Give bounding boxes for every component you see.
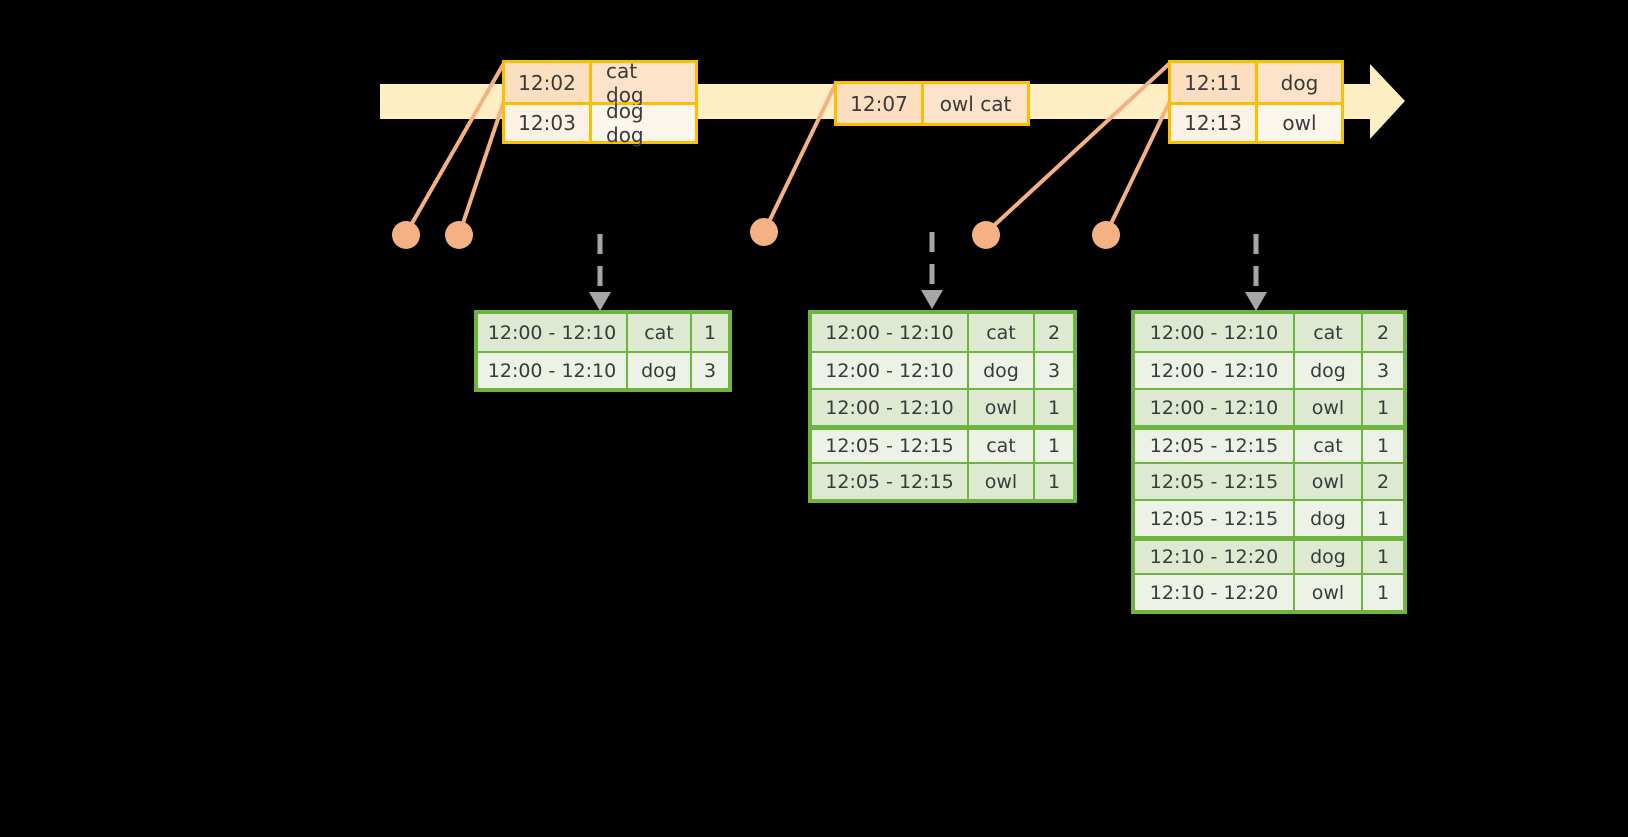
table-row: 12:00 - 12:10 cat 1 bbox=[478, 314, 728, 351]
key-cell: dog bbox=[1293, 353, 1361, 388]
event-group-1: 12:02 cat dog 12:03 dog dog bbox=[502, 59, 698, 147]
event-time: 12:02 bbox=[505, 63, 589, 102]
count-cell: 1 bbox=[1033, 430, 1073, 462]
count-cell: 1 bbox=[1033, 464, 1073, 499]
dashed-arrow-3 bbox=[1245, 234, 1267, 311]
table-row: 12:00 - 12:10 cat 2 bbox=[1135, 314, 1403, 351]
table-row: 12:00 - 12:10 cat 2 bbox=[812, 314, 1073, 351]
table-row: 12:10 - 12:20 dog 1 bbox=[1135, 536, 1403, 573]
key-cell: dog bbox=[967, 353, 1033, 388]
event-row: 12:07 owl cat bbox=[837, 84, 1027, 123]
event-time: 12:03 bbox=[505, 105, 589, 141]
key-cell: owl bbox=[1293, 464, 1361, 499]
event-row: 12:03 dog dog bbox=[505, 99, 695, 147]
key-cell: owl bbox=[967, 464, 1033, 499]
window-cell: 12:00 - 12:10 bbox=[1135, 353, 1293, 388]
count-cell: 1 bbox=[1361, 575, 1403, 610]
window-cell: 12:00 - 12:10 bbox=[812, 353, 967, 388]
key-cell: cat bbox=[1293, 430, 1361, 462]
result-table-3: 12:00 - 12:10 cat 2 12:00 - 12:10 dog 3 … bbox=[1131, 310, 1407, 614]
connector-line-5 bbox=[1105, 100, 1172, 233]
event-value: dog dog bbox=[589, 99, 695, 147]
window-cell: 12:00 - 12:10 bbox=[812, 390, 967, 425]
window-cell: 12:00 - 12:10 bbox=[478, 353, 626, 388]
dashed-arrow-1 bbox=[589, 234, 611, 311]
count-cell: 2 bbox=[1033, 314, 1073, 351]
event-time: 12:07 bbox=[837, 84, 921, 123]
connector-line-1 bbox=[405, 62, 506, 233]
table-row: 12:00 - 12:10 dog 3 bbox=[812, 351, 1073, 388]
key-cell: dog bbox=[1293, 541, 1361, 573]
result-table-1: 12:00 - 12:10 cat 1 12:00 - 12:10 dog 3 bbox=[474, 310, 732, 392]
table-row: 12:00 - 12:10 owl 1 bbox=[1135, 388, 1403, 425]
key-cell: cat bbox=[626, 314, 690, 351]
key-cell: owl bbox=[1293, 390, 1361, 425]
key-cell: dog bbox=[626, 353, 690, 388]
count-cell: 1 bbox=[690, 314, 728, 351]
event-row: 12:11 dog bbox=[1171, 63, 1341, 102]
event-dot-5 bbox=[1092, 221, 1120, 249]
table-row: 12:05 - 12:15 owl 2 bbox=[1135, 462, 1403, 499]
count-cell: 1 bbox=[1033, 390, 1073, 425]
event-row: 12:02 cat dog bbox=[505, 59, 695, 107]
event-value: dog bbox=[1255, 63, 1341, 102]
key-cell: cat bbox=[967, 314, 1033, 351]
count-cell: 2 bbox=[1361, 464, 1403, 499]
result-table-2: 12:00 - 12:10 cat 2 12:00 - 12:10 dog 3 … bbox=[808, 310, 1077, 503]
count-cell: 1 bbox=[1361, 501, 1403, 536]
event-value: cat dog bbox=[589, 59, 695, 107]
event-group-3: 12:11 dog 12:13 owl bbox=[1168, 60, 1344, 144]
key-cell: cat bbox=[1293, 314, 1361, 351]
window-cell: 12:05 - 12:15 bbox=[812, 430, 967, 462]
event-time: 12:11 bbox=[1171, 63, 1255, 102]
connector-line-3 bbox=[763, 82, 838, 231]
key-cell: owl bbox=[967, 390, 1033, 425]
timeline-arrowhead bbox=[1370, 64, 1405, 139]
key-cell: cat bbox=[967, 430, 1033, 462]
key-cell: dog bbox=[1293, 501, 1361, 536]
dashed-arrow-2 bbox=[921, 232, 943, 309]
table-row: 12:00 - 12:10 dog 3 bbox=[1135, 351, 1403, 388]
event-row: 12:13 owl bbox=[1171, 102, 1341, 141]
count-cell: 2 bbox=[1361, 314, 1403, 351]
event-time: 12:13 bbox=[1171, 105, 1255, 141]
event-value: owl cat bbox=[921, 84, 1027, 123]
window-cell: 12:10 - 12:20 bbox=[1135, 575, 1293, 610]
table-row: 12:05 - 12:15 cat 1 bbox=[1135, 425, 1403, 462]
event-dot-4 bbox=[972, 221, 1000, 249]
table-row: 12:00 - 12:10 dog 3 bbox=[478, 351, 728, 388]
event-group-2: 12:07 owl cat bbox=[834, 81, 1030, 126]
window-cell: 12:05 - 12:15 bbox=[1135, 464, 1293, 499]
window-cell: 12:00 - 12:10 bbox=[1135, 390, 1293, 425]
window-cell: 12:10 - 12:20 bbox=[1135, 541, 1293, 573]
count-cell: 1 bbox=[1361, 541, 1403, 573]
table-row: 12:10 - 12:20 owl 1 bbox=[1135, 573, 1403, 610]
window-cell: 12:00 - 12:10 bbox=[478, 314, 626, 351]
count-cell: 3 bbox=[690, 353, 728, 388]
window-cell: 12:05 - 12:15 bbox=[1135, 501, 1293, 536]
event-dot-2 bbox=[445, 221, 473, 249]
count-cell: 3 bbox=[1033, 353, 1073, 388]
table-row: 12:00 - 12:10 owl 1 bbox=[812, 388, 1073, 425]
key-cell: owl bbox=[1293, 575, 1361, 610]
count-cell: 3 bbox=[1361, 353, 1403, 388]
count-cell: 1 bbox=[1361, 430, 1403, 462]
table-row: 12:05 - 12:15 dog 1 bbox=[1135, 499, 1403, 536]
window-cell: 12:05 - 12:15 bbox=[812, 464, 967, 499]
table-row: 12:05 - 12:15 owl 1 bbox=[812, 462, 1073, 499]
event-dot-3 bbox=[750, 218, 778, 246]
window-cell: 12:00 - 12:10 bbox=[812, 314, 967, 351]
count-cell: 1 bbox=[1361, 390, 1403, 425]
connector-line-2 bbox=[458, 100, 506, 233]
table-row: 12:05 - 12:15 cat 1 bbox=[812, 425, 1073, 462]
window-cell: 12:05 - 12:15 bbox=[1135, 430, 1293, 462]
event-dot-1 bbox=[392, 221, 420, 249]
window-cell: 12:00 - 12:10 bbox=[1135, 314, 1293, 351]
event-value: owl bbox=[1255, 105, 1341, 141]
